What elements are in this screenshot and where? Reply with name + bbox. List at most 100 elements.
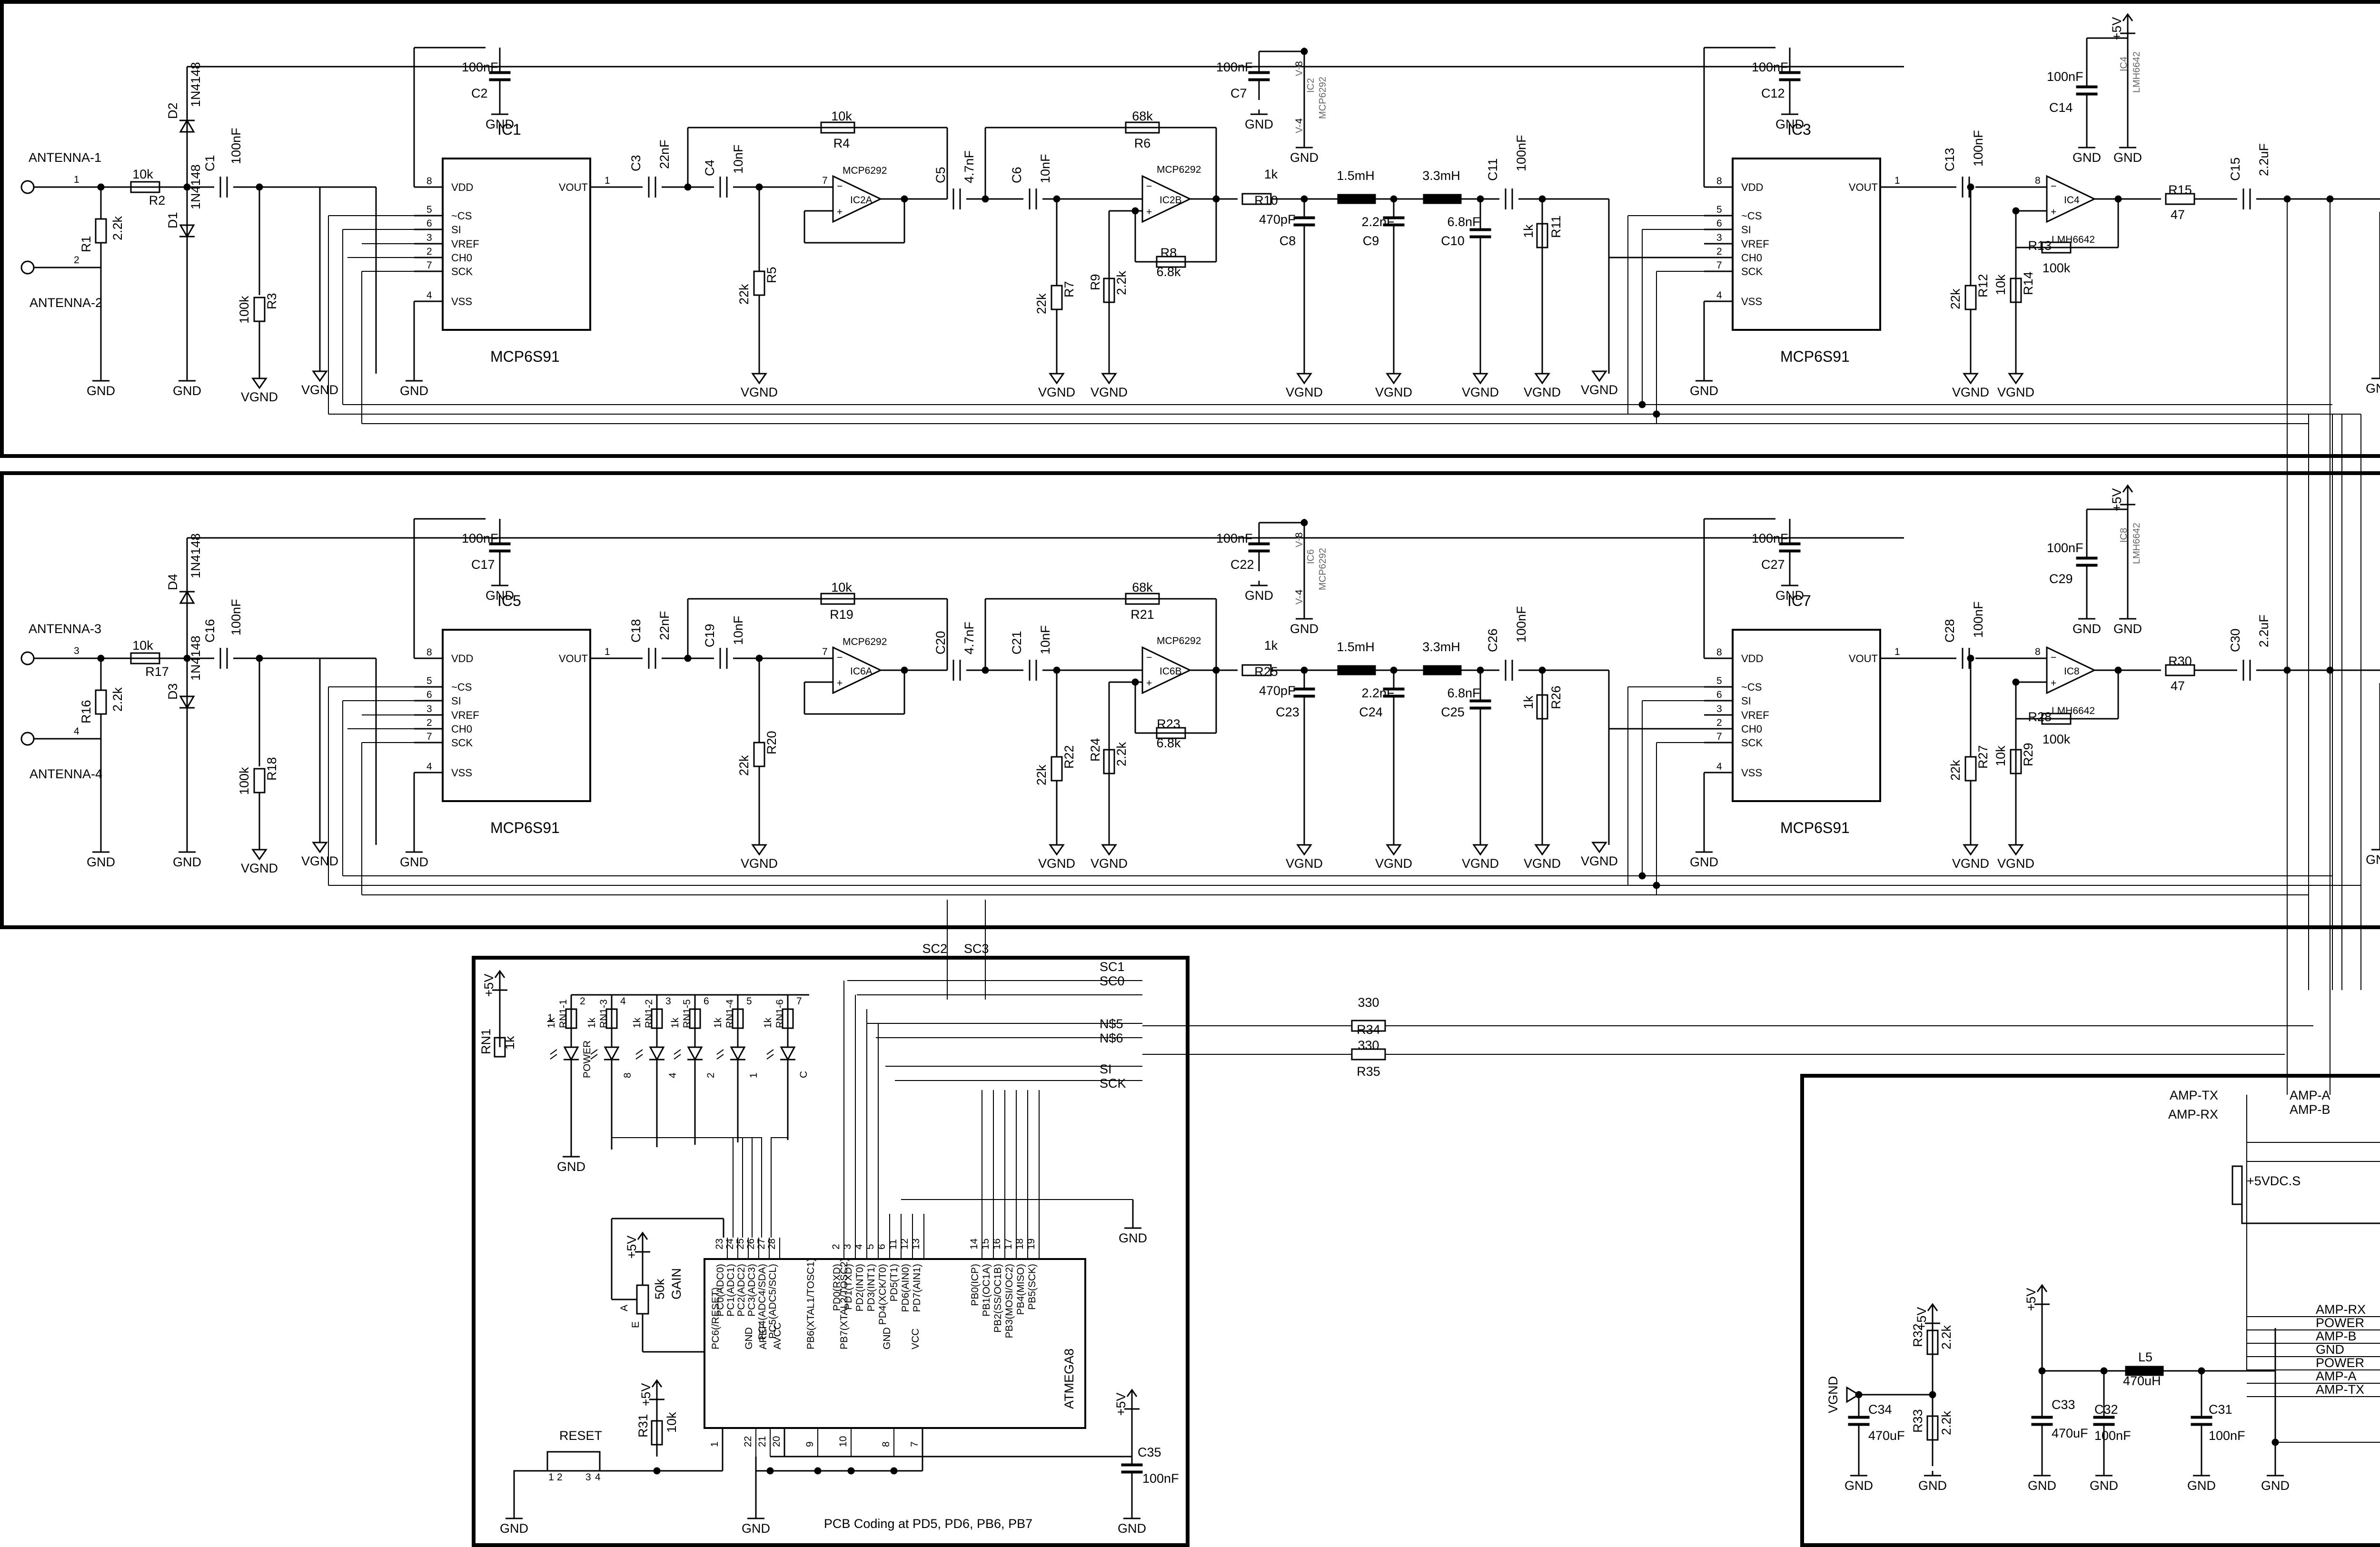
pin-number: 6 — [1716, 689, 1722, 700]
cap-value: 100nF — [1752, 60, 1788, 74]
supply-label: +5V — [2024, 1288, 2038, 1311]
pin-number: 7 — [822, 175, 828, 186]
pin-number: 2 — [831, 1244, 842, 1250]
cap-name: C5 — [933, 167, 948, 183]
cap-value: 2.2nF — [1361, 686, 1394, 700]
cap-plate — [1293, 223, 1315, 227]
gnd-label: GND — [1690, 384, 1718, 398]
resistor-symbol — [732, 1008, 744, 1029]
resistor-name: R11 — [1549, 215, 1563, 238]
panel-frame — [0, 471, 2380, 929]
pin-label: VDD — [451, 653, 473, 664]
vgnd-symbol — [2008, 844, 2024, 856]
cap-plate — [1248, 542, 1270, 545]
mcu-pin-label: GND — [882, 1327, 892, 1349]
cap-name: C14 — [2049, 100, 2073, 115]
chip-part: MCP6S91 — [1780, 819, 1850, 836]
resistor-name: R24 — [1088, 738, 1102, 762]
opamp-name: IC6B — [1160, 666, 1182, 677]
pga-chip — [1732, 629, 1881, 802]
cap-name: C20 — [933, 631, 948, 654]
cap-plate — [1469, 228, 1491, 231]
vgnd-symbol — [1296, 373, 1312, 385]
pin-number: 8 — [1716, 647, 1722, 658]
mcu-pin-label: PB5(SCK) — [1027, 1264, 1038, 1310]
pin-number: 18 — [1014, 1239, 1025, 1250]
cap-value: 10nF — [731, 144, 745, 174]
cap-plate — [489, 542, 511, 545]
mcu-pin-label: PB6(XTAL1/TOSC1) — [805, 1258, 816, 1349]
pin-number: 3 — [1716, 232, 1722, 243]
cap-plate — [1469, 699, 1491, 703]
resistor-name: R17 — [145, 664, 169, 679]
pin-number: 14 — [969, 1238, 980, 1250]
cap-value: 100nF — [1514, 135, 1528, 171]
minus-sign: − — [837, 181, 843, 192]
rn-value: 1k — [546, 1017, 557, 1028]
resistor-value: 22k — [1034, 764, 1049, 785]
cap-name: C13 — [1943, 148, 1957, 171]
cap-plate — [1779, 542, 1801, 545]
ctrl-pin-label: AMP-RX — [2316, 1302, 2366, 1317]
mcu-pin-label: PC2(ADC2) — [736, 1264, 747, 1317]
pga-chip — [1732, 158, 1881, 331]
junction-dot — [2038, 1367, 2046, 1375]
pin-number: 8 — [2035, 646, 2041, 657]
cap-value: 4.7nF — [962, 150, 976, 183]
cap-value: 22nF — [657, 611, 672, 640]
vgnd-label: VGND — [1524, 385, 1561, 399]
resistor-name: R32 — [1911, 1323, 1925, 1347]
cap-value: 4.7nF — [962, 622, 976, 654]
pin-number: 4 — [620, 996, 626, 1007]
cap-gap — [1854, 1417, 1864, 1425]
junction-dot — [1638, 872, 1646, 880]
pin-number: 8 — [881, 1441, 892, 1447]
vgnd-label: VGND — [1952, 856, 1989, 871]
resistor-value: 2.2k — [1939, 1410, 1954, 1435]
gnd-label: GND — [2090, 1478, 2118, 1493]
cap-name: C9 — [1363, 234, 1379, 248]
resistor-name: R10 — [1254, 193, 1278, 208]
pin-label: VREF — [451, 238, 479, 250]
led-symbol — [687, 1046, 703, 1061]
cap-name: C19 — [703, 624, 717, 647]
vgnd-label: VGND — [1286, 856, 1323, 871]
resistor-symbol — [1125, 121, 1160, 134]
rn-name: RN1 — [479, 1029, 493, 1054]
cap-name: C24 — [1359, 705, 1383, 719]
resistor-symbol — [1156, 727, 1186, 739]
cap-value: 10nF — [731, 615, 745, 645]
pin-label: ~CS — [1741, 681, 1762, 693]
gnd-label: GND — [500, 1521, 528, 1536]
cap-value: 100nF — [1971, 601, 1985, 638]
vgnd-symbol — [1049, 844, 1065, 856]
ic-supply-part: LMH6642 — [2132, 51, 2142, 93]
cap-gap — [719, 182, 728, 192]
led-label: 8 — [622, 1072, 633, 1078]
cap-name: C22 — [1230, 557, 1254, 572]
resistor-value: 2.2k — [1939, 1325, 1954, 1349]
vgnd-label: VGND — [1091, 385, 1128, 399]
cap-value: 100nF — [2094, 1428, 2131, 1443]
cap-value: 22nF — [657, 139, 672, 169]
resistor-name: R1 — [79, 236, 93, 252]
supply-label: +5V — [639, 1383, 653, 1407]
gnd-label: GND — [173, 855, 201, 869]
pin-label: ~CS — [451, 210, 472, 222]
cap-name: C29 — [2049, 572, 2073, 586]
resistor-value: 22k — [1034, 293, 1049, 314]
pin-number: 1 — [605, 646, 610, 657]
pin-number: 4 — [1294, 589, 1305, 595]
cap-value: 10nF — [1038, 625, 1052, 654]
ic-supply-part: MCP6292 — [1318, 77, 1328, 119]
ctrl-pin-label: POWER — [2316, 1316, 2364, 1330]
resistor-value: 47 — [2171, 679, 2185, 693]
pin-number: 5 — [426, 204, 432, 215]
opamp-part: MCP6292 — [1157, 635, 1201, 646]
vgnd-label: VGND — [1286, 385, 1323, 399]
cap-gap — [495, 544, 505, 551]
wire — [635, 1049, 643, 1055]
cap-gap — [1504, 194, 1514, 204]
resistor-name: R5 — [764, 267, 779, 283]
opamp-symbol — [1141, 646, 1192, 694]
